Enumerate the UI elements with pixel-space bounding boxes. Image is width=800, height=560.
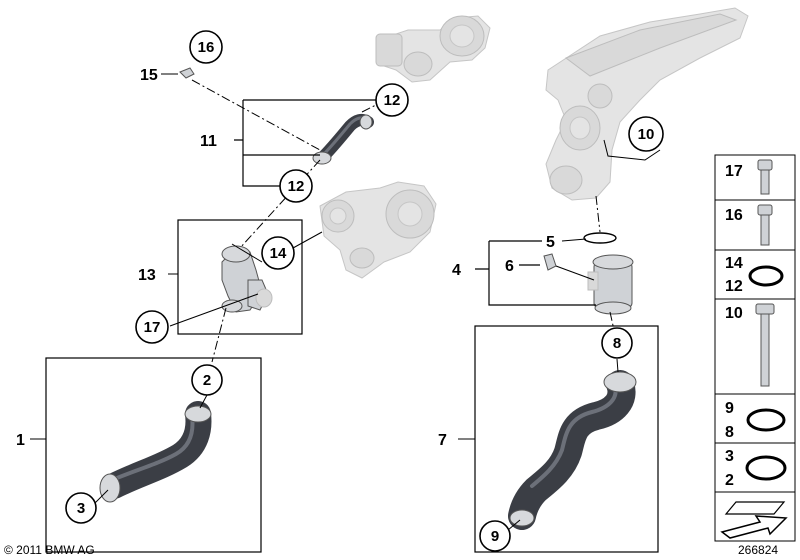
svg-text:11: 11 xyxy=(200,133,217,150)
callout-6[interactable]: 6 xyxy=(505,258,514,275)
svg-text:8: 8 xyxy=(613,335,621,352)
svg-text:6: 6 xyxy=(505,258,514,275)
charge-pipe-small-illustration xyxy=(312,113,374,165)
svg-text:8: 8 xyxy=(725,424,734,441)
turbocharger-lower-illustration xyxy=(319,181,437,279)
throttle-housing-illustration xyxy=(543,232,634,315)
diagram-number: 266824 xyxy=(738,543,778,557)
svg-text:3: 3 xyxy=(77,500,85,517)
svg-text:16: 16 xyxy=(725,207,743,224)
svg-text:16: 16 xyxy=(198,39,215,56)
panel-row-3-2[interactable]: 3 2 xyxy=(725,448,787,489)
seal-ring-large-icon xyxy=(745,455,787,481)
callout-16[interactable]: 16 xyxy=(189,30,223,64)
callout-12-upper[interactable]: 12 xyxy=(375,83,409,117)
side-panel: 17 16 14 12 10 9 8 xyxy=(714,154,796,542)
svg-text:9: 9 xyxy=(491,528,499,545)
panel-row-10[interactable]: 10 xyxy=(725,303,775,387)
bolt-long-icon xyxy=(755,303,775,387)
svg-text:2: 2 xyxy=(725,472,734,489)
charge-air-hose-left-illustration xyxy=(99,401,212,503)
svg-text:14: 14 xyxy=(725,255,743,272)
svg-text:12: 12 xyxy=(725,278,743,295)
callout-13[interactable]: 13 xyxy=(138,267,156,284)
svg-text:17: 17 xyxy=(725,163,743,180)
svg-text:10: 10 xyxy=(725,305,743,322)
svg-text:12: 12 xyxy=(384,92,401,109)
svg-text:4: 4 xyxy=(452,262,461,279)
charge-air-hose-right-illustration xyxy=(508,370,637,530)
svg-text:10: 10 xyxy=(638,126,655,143)
callout-5[interactable]: 5 xyxy=(546,234,555,251)
callout-12-lower[interactable]: 12 xyxy=(279,169,313,203)
callout-14[interactable]: 14 xyxy=(261,236,295,270)
copyright-text: © 2011 BMW AG xyxy=(4,543,95,557)
callout-10[interactable]: 10 xyxy=(628,116,664,152)
callout-7[interactable]: 7 xyxy=(438,432,447,449)
seal-ring-small-icon xyxy=(748,265,784,287)
screw-part-15-icon xyxy=(179,67,195,79)
svg-text:2: 2 xyxy=(203,372,211,389)
svg-text:17: 17 xyxy=(144,319,161,336)
arrow-symbol-icon xyxy=(720,501,788,539)
panel-row-14-12[interactable]: 14 12 xyxy=(725,255,784,295)
callout-15[interactable]: 15 xyxy=(140,67,158,84)
svg-text:5: 5 xyxy=(546,234,555,251)
svg-text:15: 15 xyxy=(140,67,158,84)
callout-8[interactable]: 8 xyxy=(601,327,633,359)
callout-3[interactable]: 3 xyxy=(65,492,97,524)
intake-manifold-illustration xyxy=(545,7,749,201)
seal-ring-medium-icon xyxy=(746,408,786,432)
callout-2[interactable]: 2 xyxy=(191,364,223,396)
bolt-short-icon xyxy=(757,159,773,195)
svg-text:7: 7 xyxy=(438,432,447,449)
callout-4[interactable]: 4 xyxy=(452,262,461,279)
svg-text:14: 14 xyxy=(270,245,287,262)
svg-text:13: 13 xyxy=(138,267,156,284)
callout-17[interactable]: 17 xyxy=(135,310,169,344)
panel-row-9-8[interactable]: 9 8 xyxy=(725,400,786,441)
svg-text:9: 9 xyxy=(725,400,734,417)
callout-1[interactable]: 1 xyxy=(16,432,25,449)
turbocharger-upper-illustration xyxy=(375,15,491,83)
callout-9[interactable]: 9 xyxy=(479,520,511,552)
svg-text:1: 1 xyxy=(16,432,25,449)
panel-row-17[interactable]: 17 xyxy=(725,159,773,195)
callout-11[interactable]: 11 xyxy=(200,133,217,150)
svg-text:3: 3 xyxy=(725,448,734,465)
panel-row-16[interactable]: 16 xyxy=(725,204,773,246)
bolt-medium-icon xyxy=(757,204,773,246)
svg-text:12: 12 xyxy=(288,178,305,195)
